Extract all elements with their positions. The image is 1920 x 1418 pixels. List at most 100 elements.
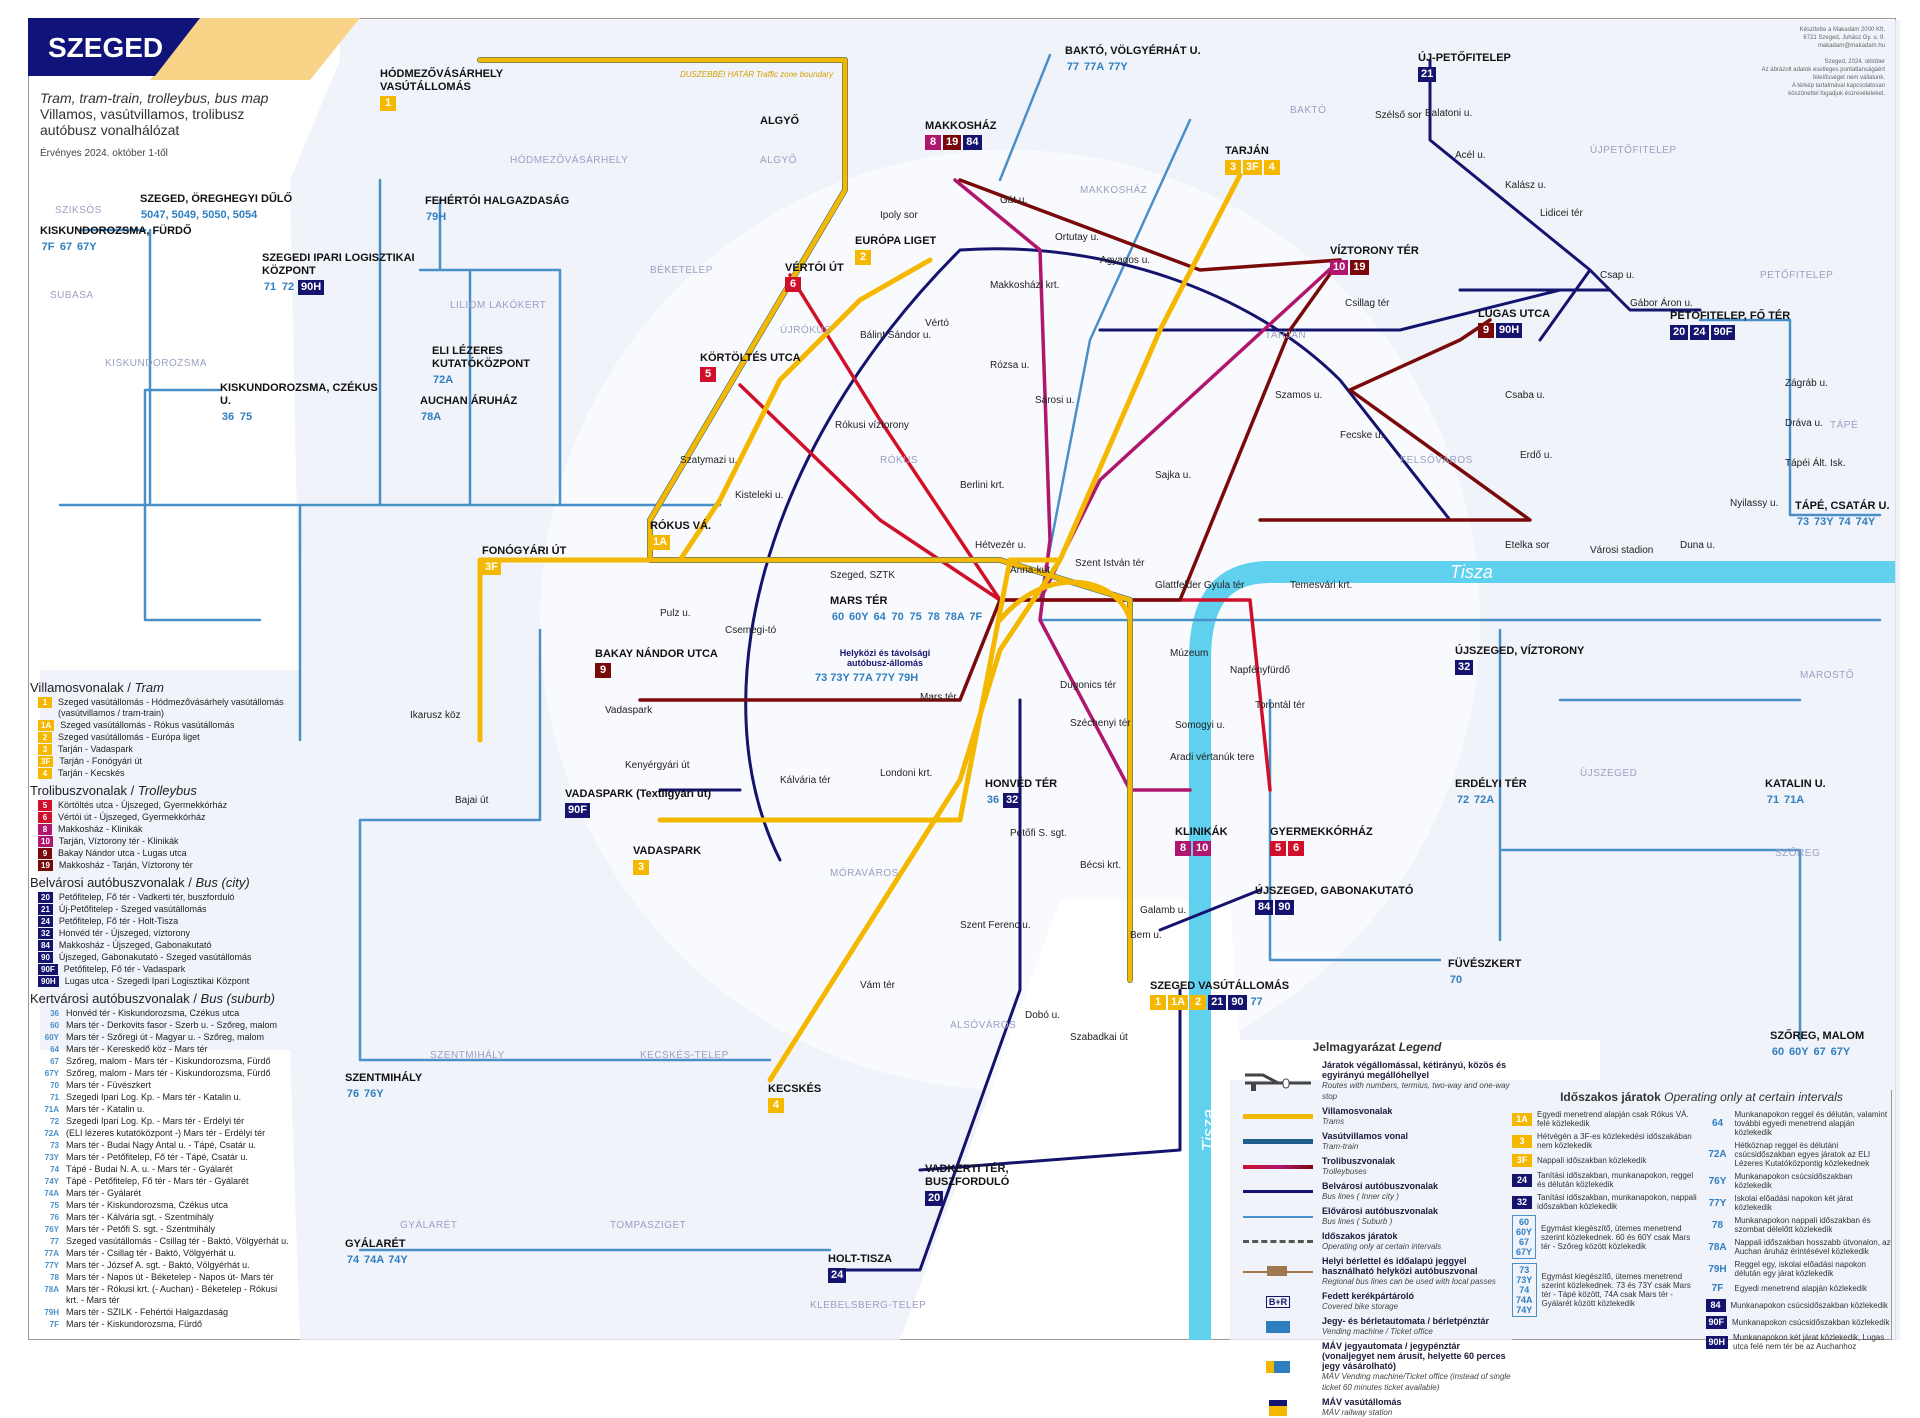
route-badge-71a[interactable]: 71A [44,1105,59,1114]
route-badge-74y[interactable]: 74Y [1855,516,1876,528]
route-number[interactable]: 74 [1519,1285,1530,1295]
stop-label[interactable]: Bécsi krt. [1080,860,1122,871]
route-badge-72a[interactable]: 72A [44,1129,59,1138]
route-badge-24[interactable]: 24 [1690,325,1709,340]
route-badge-75[interactable]: 75 [909,611,922,623]
route-badge-8[interactable]: 8 [38,824,52,835]
route-number[interactable]: 74A [1516,1295,1533,1305]
stop-label[interactable]: Sajka u. [1155,470,1192,481]
route-badge-67y[interactable]: 67Y [1830,1046,1851,1058]
route-badge-84[interactable]: 84 [38,940,53,951]
route-badge-90h[interactable]: 90H [38,976,59,987]
route-badge-3f[interactable]: 3F [1243,160,1262,175]
route-badge-72[interactable]: 72 [50,1117,59,1126]
stop-label[interactable]: Vértó [925,318,949,329]
route-badge-10[interactable]: 10 [1193,841,1212,856]
route-badge-32[interactable]: 32 [1003,793,1022,808]
stop-label[interactable]: Szeged, SZTK [830,570,896,581]
route-badge-75[interactable]: 75 [50,1201,59,1210]
route-badge-20[interactable]: 20 [1670,325,1689,340]
stop-label[interactable]: Szélső sor [1375,110,1422,121]
stop-label[interactable]: Etelka sor [1505,540,1550,551]
route-badge-24[interactable]: 24 [38,916,53,927]
stop-label[interactable]: Szamos u. [1275,390,1323,401]
stop-label[interactable]: Rózsa u. [990,360,1030,371]
route-number[interactable]: 74Y [1516,1305,1533,1315]
route-badge-73y[interactable]: 73Y [1814,516,1834,528]
route-badge-9[interactable]: 9 [1478,323,1494,338]
route-badge-78a[interactable]: 78A [1708,1241,1727,1253]
route-badge-32[interactable]: 32 [1455,660,1474,675]
route-badge-1a[interactable]: 1A [1168,995,1189,1010]
stop-label[interactable]: Makkosházi krt. [990,280,1060,291]
stop-label[interactable]: Ortutay u. [1055,232,1099,243]
route-badge-84[interactable]: 84 [963,135,982,150]
route-badge-5[interactable]: 5 [700,367,716,382]
stop-label[interactable]: Dobó u. [1025,1010,1061,1021]
route-badge-73y[interactable]: 73Y [44,1153,59,1162]
route-badge-90[interactable]: 90 [1275,900,1294,915]
stop-label[interactable]: Tápéi Ált. Isk. [1785,458,1846,469]
route-badge-6[interactable]: 6 [785,277,801,292]
stop-label[interactable]: Somogyi u. [1175,720,1226,731]
route-badge-9[interactable]: 9 [38,848,52,859]
route-badge-90[interactable]: 90 [1228,995,1247,1010]
route-badge-70[interactable]: 70 [891,611,904,623]
route-badge-3[interactable]: 3 [633,860,649,875]
route-badge-72a[interactable]: 72A [1474,794,1495,806]
route-badge-5[interactable]: 5 [38,800,52,811]
stop-label[interactable]: Bálint Sándor u. [860,330,932,341]
route-badge-78a[interactable]: 78A [421,411,442,423]
route-number[interactable]: 73 [1519,1265,1530,1275]
stop-label[interactable]: Balatoni u. [1425,108,1473,119]
stop-label[interactable]: Mars tér [920,692,957,703]
stop-label[interactable]: Szent István tér [1075,558,1145,569]
route-badge-5[interactable]: 5 [1270,841,1286,856]
route-badge-78a[interactable]: 78A [944,611,965,623]
route-badge-67[interactable]: 67 [59,241,73,253]
stop-label[interactable]: Rókusi víztorony [835,420,909,431]
stop-label[interactable]: Múzeum [1170,648,1209,659]
route-badge-90[interactable]: 90 [38,952,53,963]
route-badge-3[interactable]: 3 [38,744,52,755]
route-badge-77a[interactable]: 77A [1084,61,1105,73]
route-badge-67y[interactable]: 67Y [44,1069,59,1078]
route-badge-77[interactable]: 77 [50,1237,59,1246]
route-badge-79h[interactable]: 79H [1708,1263,1727,1275]
route-badge-74y[interactable]: 74Y [388,1254,408,1266]
route-badge-8[interactable]: 8 [925,135,941,150]
stop-label[interactable]: Anna-kút [1010,565,1051,576]
stop-label[interactable]: Vadaspark [605,705,653,716]
stop-label[interactable]: Aradi vértanúk tere [1170,752,1255,763]
route-badge-10[interactable]: 10 [1330,260,1349,275]
route-badge-19[interactable]: 19 [1350,260,1369,275]
route-badge-67[interactable]: 67 [50,1057,59,1066]
route-badge-71[interactable]: 71 [1766,794,1780,806]
route-badge-7f[interactable]: 7F [49,1320,59,1329]
stop-label[interactable]: Duna u. [1680,540,1716,551]
stop-label[interactable]: Glattfelder Gyula tér [1155,580,1245,591]
route-badge-77[interactable]: 77 [1250,996,1263,1008]
stop-label[interactable]: Csaba u. [1505,390,1546,401]
route-badge-64[interactable]: 64 [50,1045,59,1054]
route-badge-19[interactable]: 19 [38,860,53,871]
route-badge-4[interactable]: 4 [768,1098,784,1113]
stop-label[interactable]: Zágráb u. [1785,378,1828,389]
route-badge-76y[interactable]: 76Y [364,1088,384,1100]
route-badge-77a[interactable]: 77A [44,1249,59,1258]
